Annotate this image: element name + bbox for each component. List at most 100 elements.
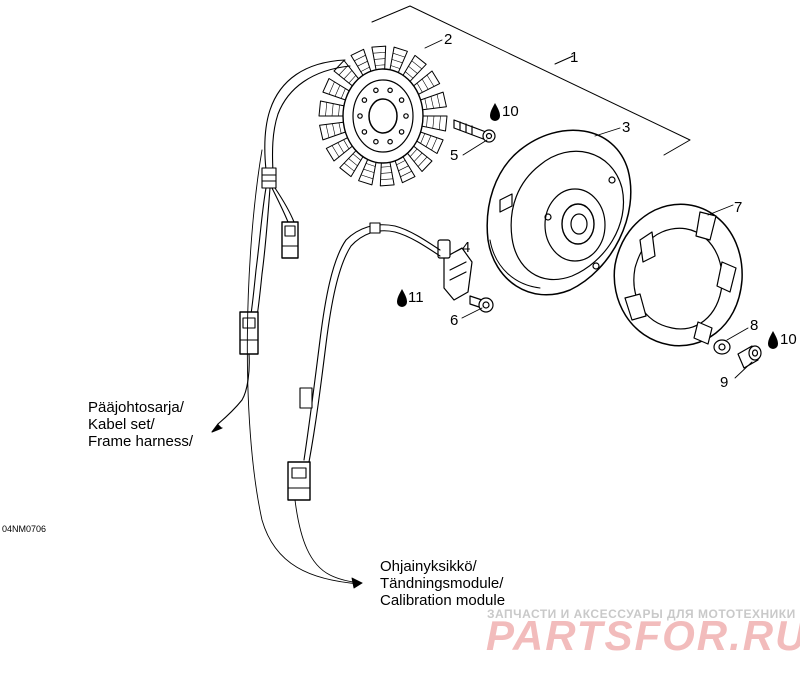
stator-winding-line — [331, 145, 340, 158]
stator-winding-line — [331, 103, 334, 117]
stator-winding-line — [325, 102, 328, 117]
stator-winding-line — [416, 82, 423, 93]
stator-winding-line — [353, 54, 366, 62]
stator-winding-line — [380, 172, 393, 174]
stator-winding-line — [332, 123, 336, 136]
trigger-sensor — [437, 239, 473, 301]
stator-harness — [211, 59, 351, 433]
stator-winding-line — [348, 158, 358, 167]
stator-winding-line — [409, 148, 418, 157]
callout-10-bolt: 10 — [780, 331, 797, 348]
callout-4: 4 — [462, 239, 470, 256]
stator-winding-line — [338, 104, 340, 117]
calibration-module-label: Ohjainyksikkö/ Tändningsmodule/ Calibrat… — [380, 558, 505, 609]
stator-winding-line — [417, 156, 428, 167]
stator-winding-line — [360, 66, 370, 72]
stator-bolt-hole — [373, 87, 379, 94]
ring-cover — [613, 203, 743, 347]
flywheel — [486, 129, 632, 296]
stator-bolt-hole — [398, 97, 405, 103]
stator-winding-line — [426, 115, 428, 128]
callout-6: 6 — [450, 312, 458, 329]
stator-winding-line — [430, 96, 434, 109]
drawing-code: 04NM0706 — [2, 524, 47, 534]
callout-7: 7 — [734, 199, 742, 216]
watermark-tagline: ЗАПЧАСТИ И АКСЕССУАРЫ ДЛЯ МОТОТЕХНИКИ — [487, 607, 796, 621]
callout-numbers: 1 2 3 4 5 6 7 8 9 10 11 10 — [408, 31, 797, 391]
frame-harness-label: Pääjohtosarja/ Kabel set/ Frame harness/ — [88, 399, 193, 450]
stator-winding-line — [431, 137, 438, 151]
stator-winding-line — [398, 165, 409, 172]
stator-winding-line — [343, 162, 355, 172]
leader-lines — [424, 39, 753, 379]
callout-11: 11 — [408, 289, 424, 306]
stator-winding-line — [436, 93, 441, 108]
stator — [318, 45, 448, 187]
callout-9: 9 — [720, 374, 728, 391]
stator-winding-line — [348, 75, 357, 84]
stator-winding-line — [390, 65, 401, 69]
stator-winding-line — [380, 166, 392, 168]
stator-winding-line — [426, 74, 435, 87]
stator-winding-line — [424, 98, 428, 110]
callout-8: 8 — [750, 317, 758, 334]
callout-5: 5 — [450, 147, 458, 164]
stator-winding-line — [357, 60, 368, 67]
stator-winding-line — [372, 51, 386, 54]
watermark-logo: PARTSFOR.RU — [486, 612, 800, 659]
stator-winding-line — [411, 60, 423, 70]
stator-winding-line — [365, 163, 376, 167]
stator-winding-line — [340, 88, 346, 99]
stator-winding-line — [328, 81, 335, 95]
stator-screw — [453, 119, 496, 143]
stator-winding-line — [338, 65, 349, 76]
calibration-module-label-line: Calibration module — [380, 592, 506, 609]
stator-winding-line — [425, 135, 432, 148]
oil-drop-icon — [768, 331, 778, 349]
stator-winding-line — [421, 78, 429, 90]
callout-2: 2 — [444, 31, 452, 48]
stator-winding-line — [352, 153, 362, 161]
assembly-bracket-1 — [371, 5, 691, 156]
frame-harness-label-line: Frame harness/ — [88, 433, 194, 450]
stator-winding-line — [360, 174, 374, 180]
washer — [713, 339, 731, 355]
stator-winding-line — [396, 160, 406, 166]
stator-winding-line — [373, 58, 386, 60]
stator-bolt-hole — [398, 129, 405, 135]
stator-bolt-hole — [387, 138, 393, 145]
stator-bolt-hole — [387, 87, 393, 94]
stator-winding-line — [343, 139, 350, 150]
stator-winding-line — [400, 170, 413, 178]
stator-bolt-hole — [357, 113, 363, 119]
callout-1: 1 — [570, 49, 578, 66]
callout-10-screw: 10 — [502, 103, 519, 120]
cover-bolt — [737, 345, 762, 369]
stator-winding-line — [413, 152, 423, 162]
stator-winding-line — [337, 142, 345, 154]
stator-winding-line — [374, 64, 386, 66]
stator-winding-line — [408, 65, 418, 74]
callout-3: 3 — [622, 119, 630, 136]
stator-winding-line — [392, 52, 406, 58]
stator-winding-line — [325, 124, 330, 139]
sensor-harness — [287, 222, 441, 501]
stator-bolt-hole — [361, 97, 368, 103]
frame-harness-label-line: Pääjohtosarja/ — [88, 399, 184, 416]
stator-winding-line — [420, 133, 426, 144]
routing-lines — [246, 149, 363, 589]
stator-bolt-hole — [403, 113, 409, 119]
stator-winding-line — [380, 178, 394, 180]
stator-winding-line — [338, 122, 342, 134]
stator-bolt-hole — [373, 138, 379, 145]
stator-bolt-hole — [361, 129, 368, 135]
calibration-module-label-line: Ohjainyksikkö/ — [380, 558, 477, 575]
stator-winding-line — [438, 115, 441, 130]
calibration-module-label-line: Tändningsmodule/ — [380, 575, 504, 592]
stator-winding-line — [334, 84, 341, 97]
stator-winding-line — [404, 71, 414, 79]
stator-winding-line — [343, 70, 353, 80]
sensor-screw — [469, 295, 494, 313]
frame-harness-label-line: Kabel set/ — [88, 416, 155, 433]
